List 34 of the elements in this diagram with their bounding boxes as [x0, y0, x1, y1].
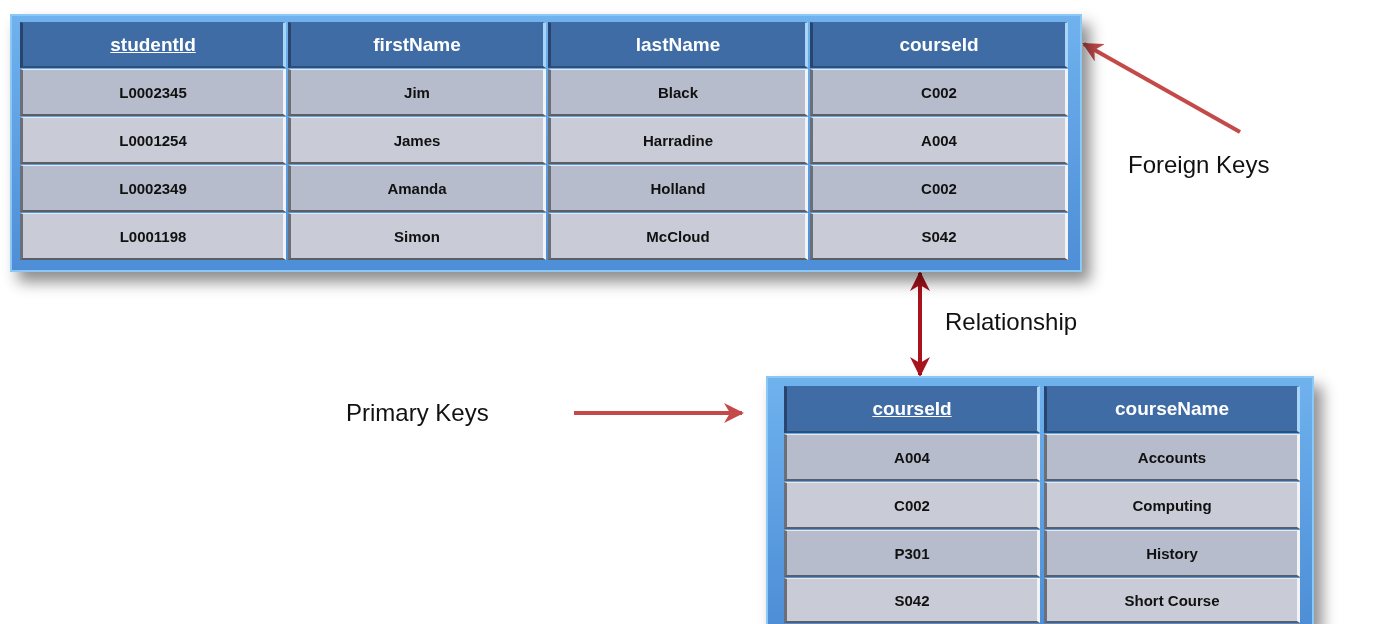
column-header: courseId: [810, 22, 1068, 68]
table-panel: [766, 376, 1314, 624]
table-cell: Black: [548, 69, 808, 116]
table-cell: Accounts: [1044, 434, 1300, 481]
table-cell: S042: [810, 213, 1068, 260]
table-cell: C002: [784, 482, 1040, 529]
table-cell: L0001198: [20, 213, 286, 260]
table-cell: Amanda: [288, 165, 546, 212]
column-header: courseName: [1044, 386, 1300, 433]
callout-text: Foreign Keys: [1128, 148, 1384, 182]
column-header: firstName: [288, 22, 546, 68]
table-cell: P301: [784, 530, 1040, 577]
table-cell: Holland: [548, 165, 808, 212]
table-cell: Computing: [1044, 482, 1300, 529]
column-header: lastName: [548, 22, 808, 68]
table-cell: A004: [784, 434, 1040, 481]
table-cell: Jim: [288, 69, 546, 116]
table-cell: James: [288, 117, 546, 164]
table-panel: [10, 14, 1082, 272]
table-cell: Simon: [288, 213, 546, 260]
callout-text: Primary Keys: [346, 396, 560, 430]
column-header: studentId: [20, 22, 286, 68]
table-cell: L0002345: [20, 69, 286, 116]
table-cell: Harradine: [548, 117, 808, 164]
table-cell: C002: [810, 165, 1068, 212]
table-cell: Short Course: [1044, 578, 1300, 623]
table-cell: L0001254: [20, 117, 286, 164]
table-cell: McCloud: [548, 213, 808, 260]
column-header: courseId: [784, 386, 1040, 433]
table-cell: History: [1044, 530, 1300, 577]
table-cell: C002: [810, 69, 1068, 116]
table-cell: A004: [810, 117, 1068, 164]
table-cell: L0002349: [20, 165, 286, 212]
table-cell: S042: [784, 578, 1040, 623]
